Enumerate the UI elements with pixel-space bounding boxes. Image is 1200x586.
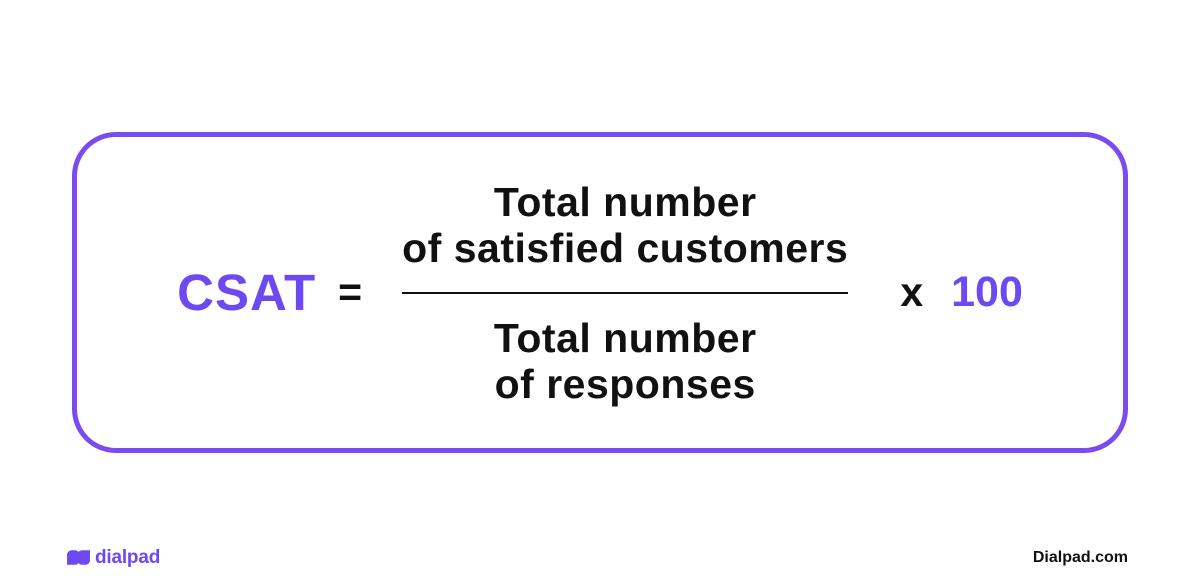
denominator-line-1: Total number [493,314,757,361]
dialpad-logo-icon [67,550,90,565]
fraction-bar [402,291,849,294]
csat-label: CSAT [177,264,317,321]
formula-card: CSAT = Total number of satisfied custome… [72,132,1128,453]
dialpad-logo: dialpad [66,548,160,567]
csat-formula: CSAT = Total number of satisfied custome… [177,179,1023,407]
equals-sign: = [338,269,363,315]
fraction: Total number of satisfied customers Tota… [402,179,849,407]
multiplier-value: 100 [951,268,1023,316]
multiplication-sign: x [900,269,924,315]
numerator-line-2: of satisfied customers [402,224,849,271]
footer: dialpad Dialpad.com [66,544,1128,571]
denominator-line-2: of responses [494,360,756,407]
site-url: Dialpad.com [1032,548,1128,566]
fraction-numerator: Total number of satisfied customers [402,179,848,271]
fraction-denominator: Total number of responses [402,315,848,407]
numerator-line-1: Total number [493,178,757,225]
dialpad-wordmark: dialpad [95,547,161,568]
